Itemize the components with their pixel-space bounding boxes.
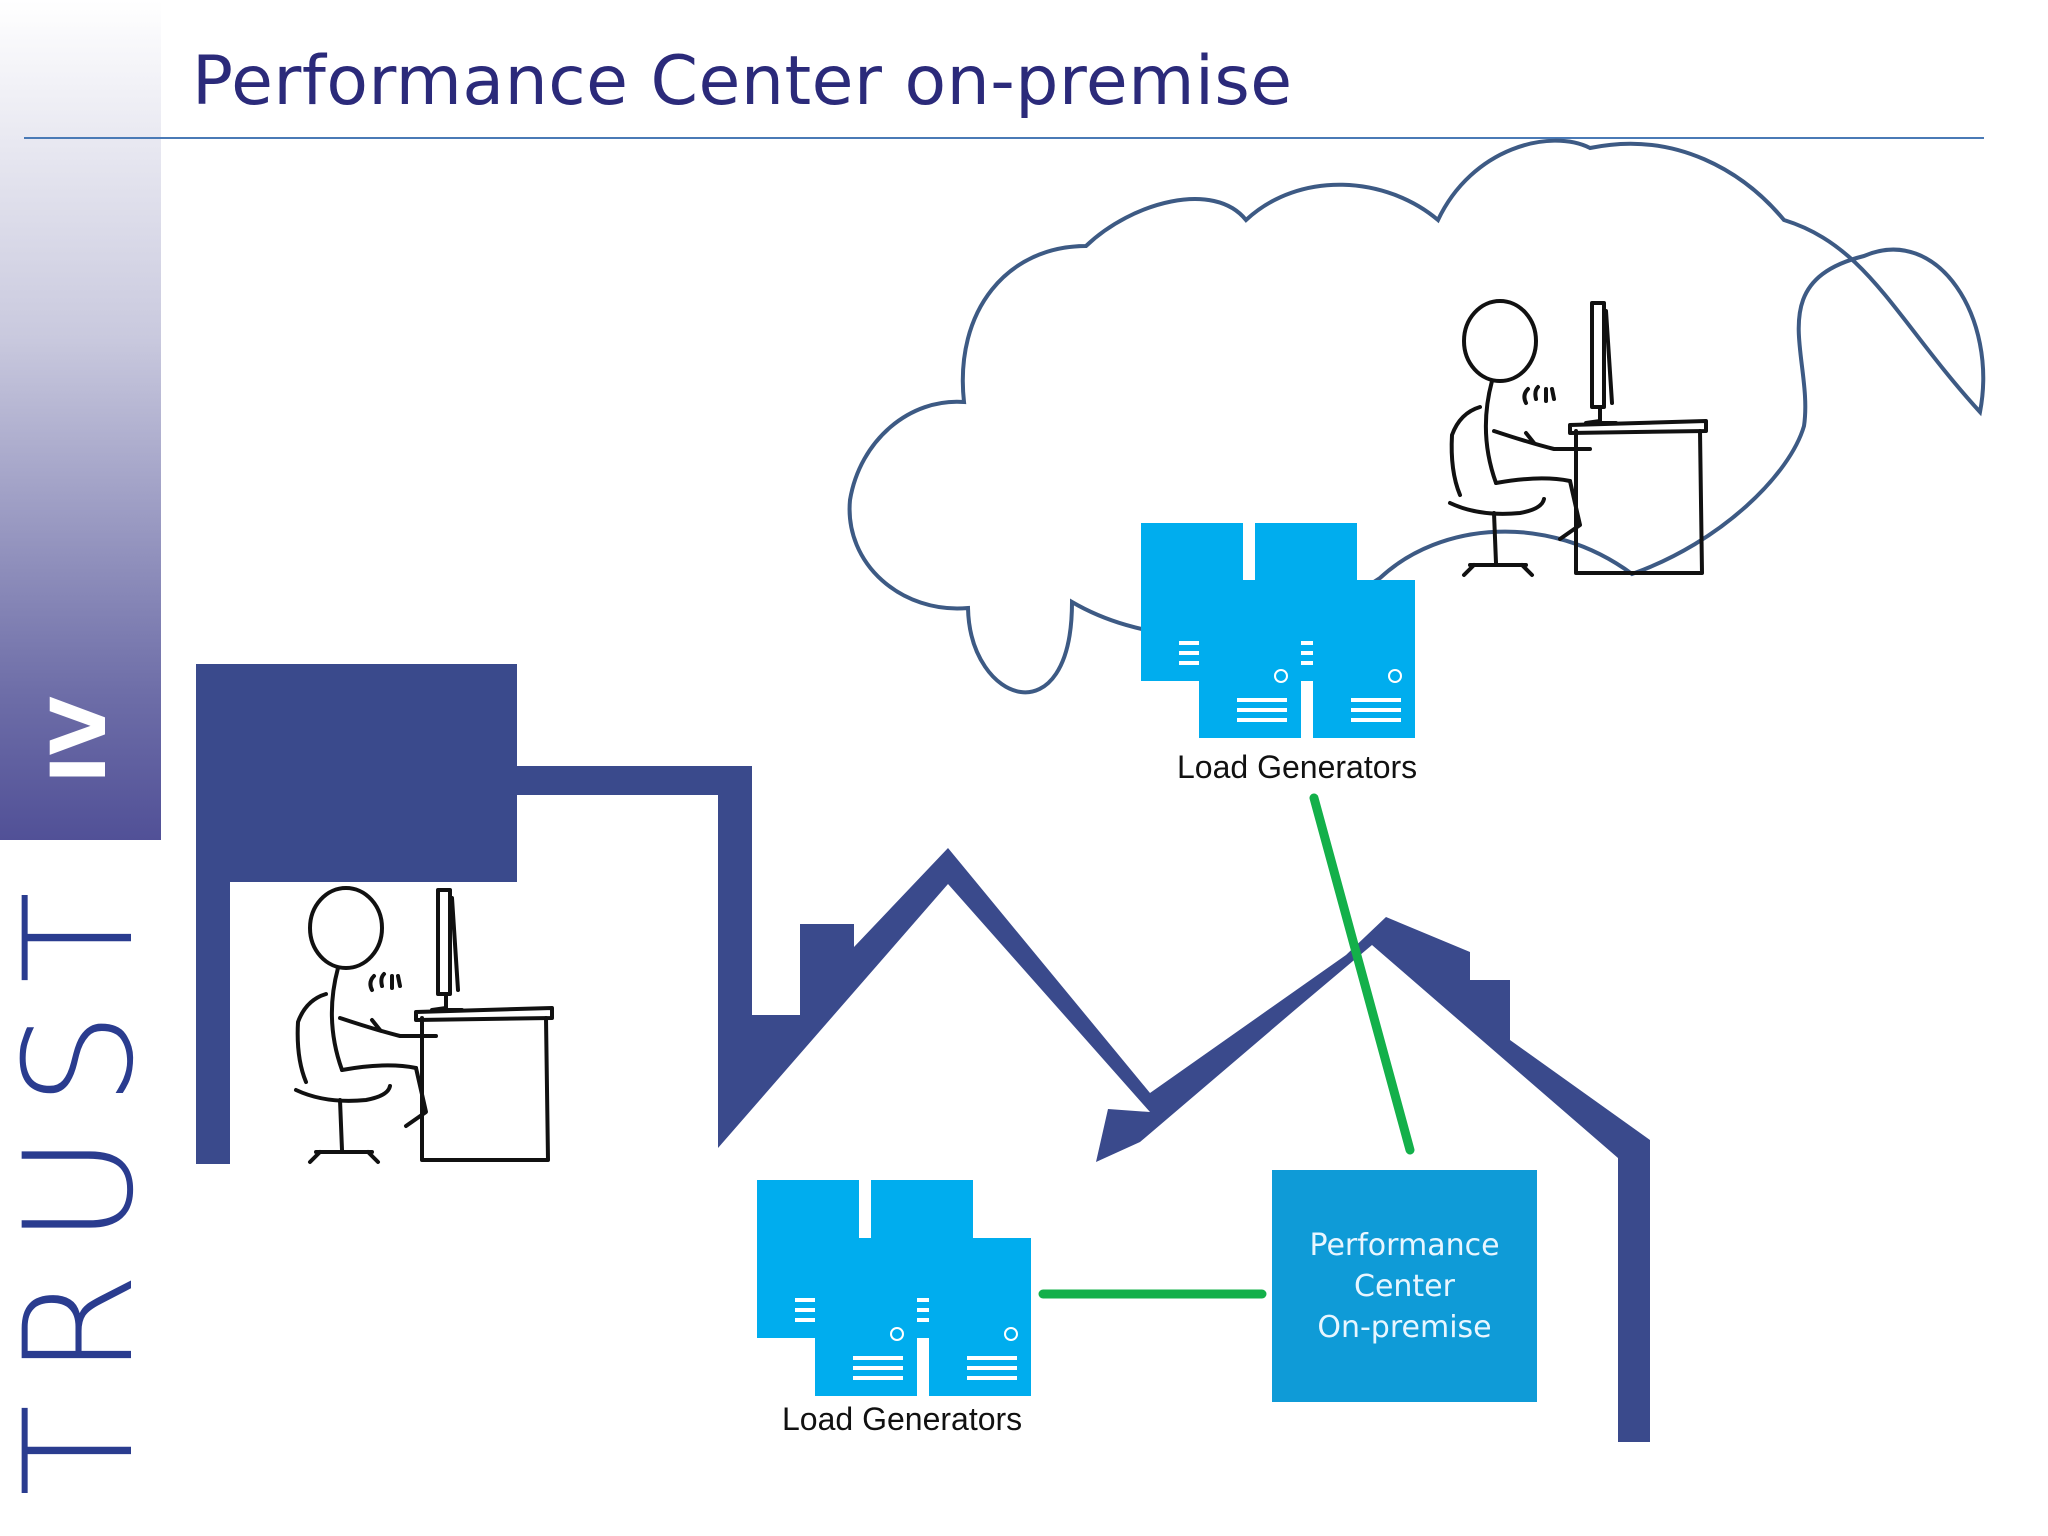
slide-title: Performance Center on-premise xyxy=(192,42,1293,121)
onprem-load-generators xyxy=(756,1179,1032,1397)
performance-center-box: Performance Center On-premise xyxy=(1272,1170,1537,1402)
pc-box-line2: Center xyxy=(1354,1268,1455,1304)
cloud-load-generators-label: Load Generators xyxy=(1177,749,1418,785)
brand-sidebar-bottom xyxy=(0,840,161,1536)
cloud-outline xyxy=(847,138,1986,695)
title-divider xyxy=(24,137,1984,139)
pc-box-line1: Performance xyxy=(1309,1227,1500,1263)
building-outline xyxy=(196,664,1650,1442)
onprem-load-generators-label: Load Generators xyxy=(782,1401,1023,1437)
pc-box-line3: On-premise xyxy=(1317,1309,1492,1345)
cloud-connector xyxy=(1309,793,1415,1155)
